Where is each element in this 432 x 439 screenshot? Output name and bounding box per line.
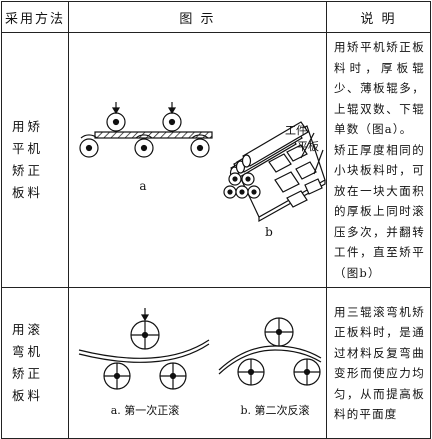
lower-roll bbox=[103, 362, 131, 390]
small-workpiece bbox=[286, 189, 308, 208]
upper-roll bbox=[106, 111, 126, 132]
caption-second-roll: b. 第二次反滚 bbox=[240, 403, 309, 417]
description-bending-text: 用三辊滚弯机矫正板料时，是通过材料反复弯曲变形而使应力均匀，从而提高板料的平面度 bbox=[334, 304, 425, 422]
small-workpiece bbox=[295, 160, 317, 180]
header-description: 说 明 bbox=[326, 1, 431, 33]
pressure-arrow bbox=[140, 308, 150, 322]
lower-roll bbox=[237, 358, 265, 386]
plate-hatched bbox=[94, 130, 213, 139]
lower-roll-end bbox=[235, 184, 249, 199]
header-figure: 图 示 bbox=[68, 1, 327, 33]
figure-b-label: b bbox=[265, 225, 273, 239]
description-leveler: 用矫平机矫正板料时，厚板辊少、薄板辊多，上辊双数、下辊单数（图a）。 矫正厚度相… bbox=[326, 32, 431, 288]
leveler-diagram: a bbox=[79, 101, 326, 239]
table-row-leveler: 用矫平机矫正板料 bbox=[1, 32, 431, 288]
description-bending: 用三辊滚弯机矫正板料时，是通过材料反复弯曲变形而使应力均匀，从而提高板料的平面度 bbox=[326, 287, 431, 439]
pressure-arrow bbox=[167, 101, 177, 114]
lower-roll-end bbox=[223, 184, 237, 199]
workpiece-label: 工件 bbox=[285, 124, 307, 137]
lower-roll bbox=[159, 362, 187, 390]
description-leveler-part1: 用矫平机矫正板料时，厚板辊少、薄板辊多，上辊双数、下辊单数（图a）。 bbox=[334, 40, 425, 136]
upper-roll-end bbox=[241, 171, 255, 186]
small-workpiece bbox=[274, 170, 300, 193]
upper-roll bbox=[162, 111, 182, 132]
lower-roll bbox=[293, 358, 321, 386]
bending-figure-b bbox=[218, 317, 322, 386]
leveler-figure-b bbox=[223, 120, 326, 222]
small-workpiece bbox=[268, 152, 292, 173]
bending-diagram: a. 第一次正滚 bbox=[78, 308, 322, 417]
header-method: 采用方法 bbox=[1, 1, 69, 33]
lower-roll-end bbox=[247, 184, 261, 199]
bending-figure-a bbox=[78, 308, 210, 390]
leveler-figure-a bbox=[79, 101, 213, 158]
method-bending: 用滚弯机矫正板料 bbox=[1, 287, 69, 439]
curved-plate bbox=[78, 339, 210, 359]
figure-bending: a. 第一次正滚 bbox=[68, 287, 327, 439]
lower-roll bbox=[190, 137, 210, 158]
figure-a-label: a bbox=[139, 179, 146, 193]
table-header-row: 采用方法 图 示 说 明 bbox=[1, 1, 431, 33]
table-row-bending: 用滚弯机矫正板料 bbox=[1, 287, 431, 439]
small-workpiece bbox=[304, 177, 323, 195]
method-leveler: 用矫平机矫正板料 bbox=[1, 32, 69, 288]
pressure-arrow bbox=[111, 101, 121, 114]
roll-cylinder bbox=[241, 120, 309, 168]
caption-first-roll: a. 第一次正滚 bbox=[111, 403, 180, 417]
upper-roll bbox=[130, 320, 160, 350]
upper-roll-end bbox=[228, 171, 242, 186]
lower-roll bbox=[79, 137, 99, 158]
plate-label: 平板 bbox=[297, 139, 319, 153]
small-workpiece bbox=[286, 143, 308, 162]
figure-leveler: a bbox=[68, 32, 327, 288]
upper-roll bbox=[264, 317, 294, 347]
description-leveler-part2: 矫正厚度相同的小块板料时，可放在一块大面积的厚板上同时滚压多次，并翻转工件，直至… bbox=[334, 142, 425, 280]
lower-roll bbox=[134, 137, 154, 158]
